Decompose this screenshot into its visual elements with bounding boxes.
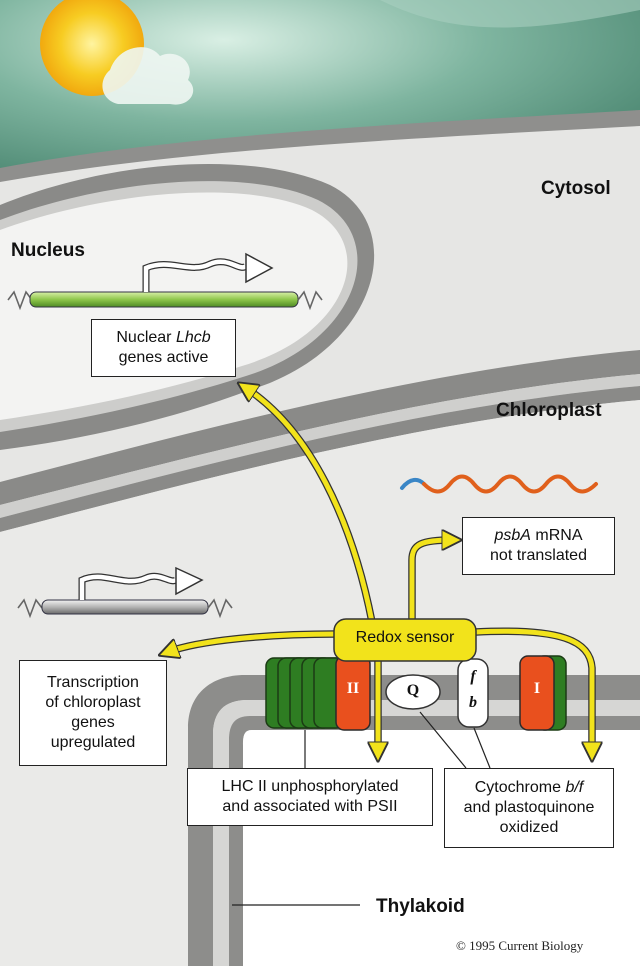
f-label: f	[470, 668, 476, 685]
psba-mrna	[400, 474, 598, 494]
b-label: b	[469, 694, 477, 711]
cytochrome-fb	[457, 658, 489, 728]
nuclear-lhcb-box: Nuclear Lhcb genes active	[91, 319, 236, 377]
nuclear-gene	[7, 252, 323, 311]
cytochrome-box: Cytochrome b/f and plastoquinone oxidize…	[444, 768, 614, 848]
psi-complex	[519, 655, 567, 731]
redox-sensor-label: Redox sensor	[355, 629, 455, 646]
sun-icon	[40, 0, 194, 105]
psii-label: II	[346, 680, 360, 697]
chloroplast-gene	[17, 566, 233, 619]
chloroplast-envelope	[0, 350, 640, 532]
lhc-box: LHC II unphosphorylated and associated w…	[187, 768, 433, 826]
redox-sensor-shape	[333, 618, 477, 662]
leader-lines	[232, 711, 491, 906]
nucleus-label: Nucleus	[11, 240, 85, 261]
chloroplast-label: Chloroplast	[496, 400, 602, 421]
copyright-credit: © 1995 Current Biology	[456, 938, 584, 953]
psba-box: psbA mRNA not translated	[462, 517, 615, 575]
psi-label: I	[533, 680, 541, 697]
q-label: Q	[406, 682, 420, 699]
psii-complex	[265, 655, 371, 731]
cytosol-label: Cytosol	[541, 178, 611, 199]
transcription-box: Transcription of chloroplast genes upreg…	[19, 660, 167, 766]
plastoquinone-q	[385, 674, 441, 710]
thylakoid-label: Thylakoid	[376, 896, 465, 917]
signal-arrows	[168, 388, 592, 752]
